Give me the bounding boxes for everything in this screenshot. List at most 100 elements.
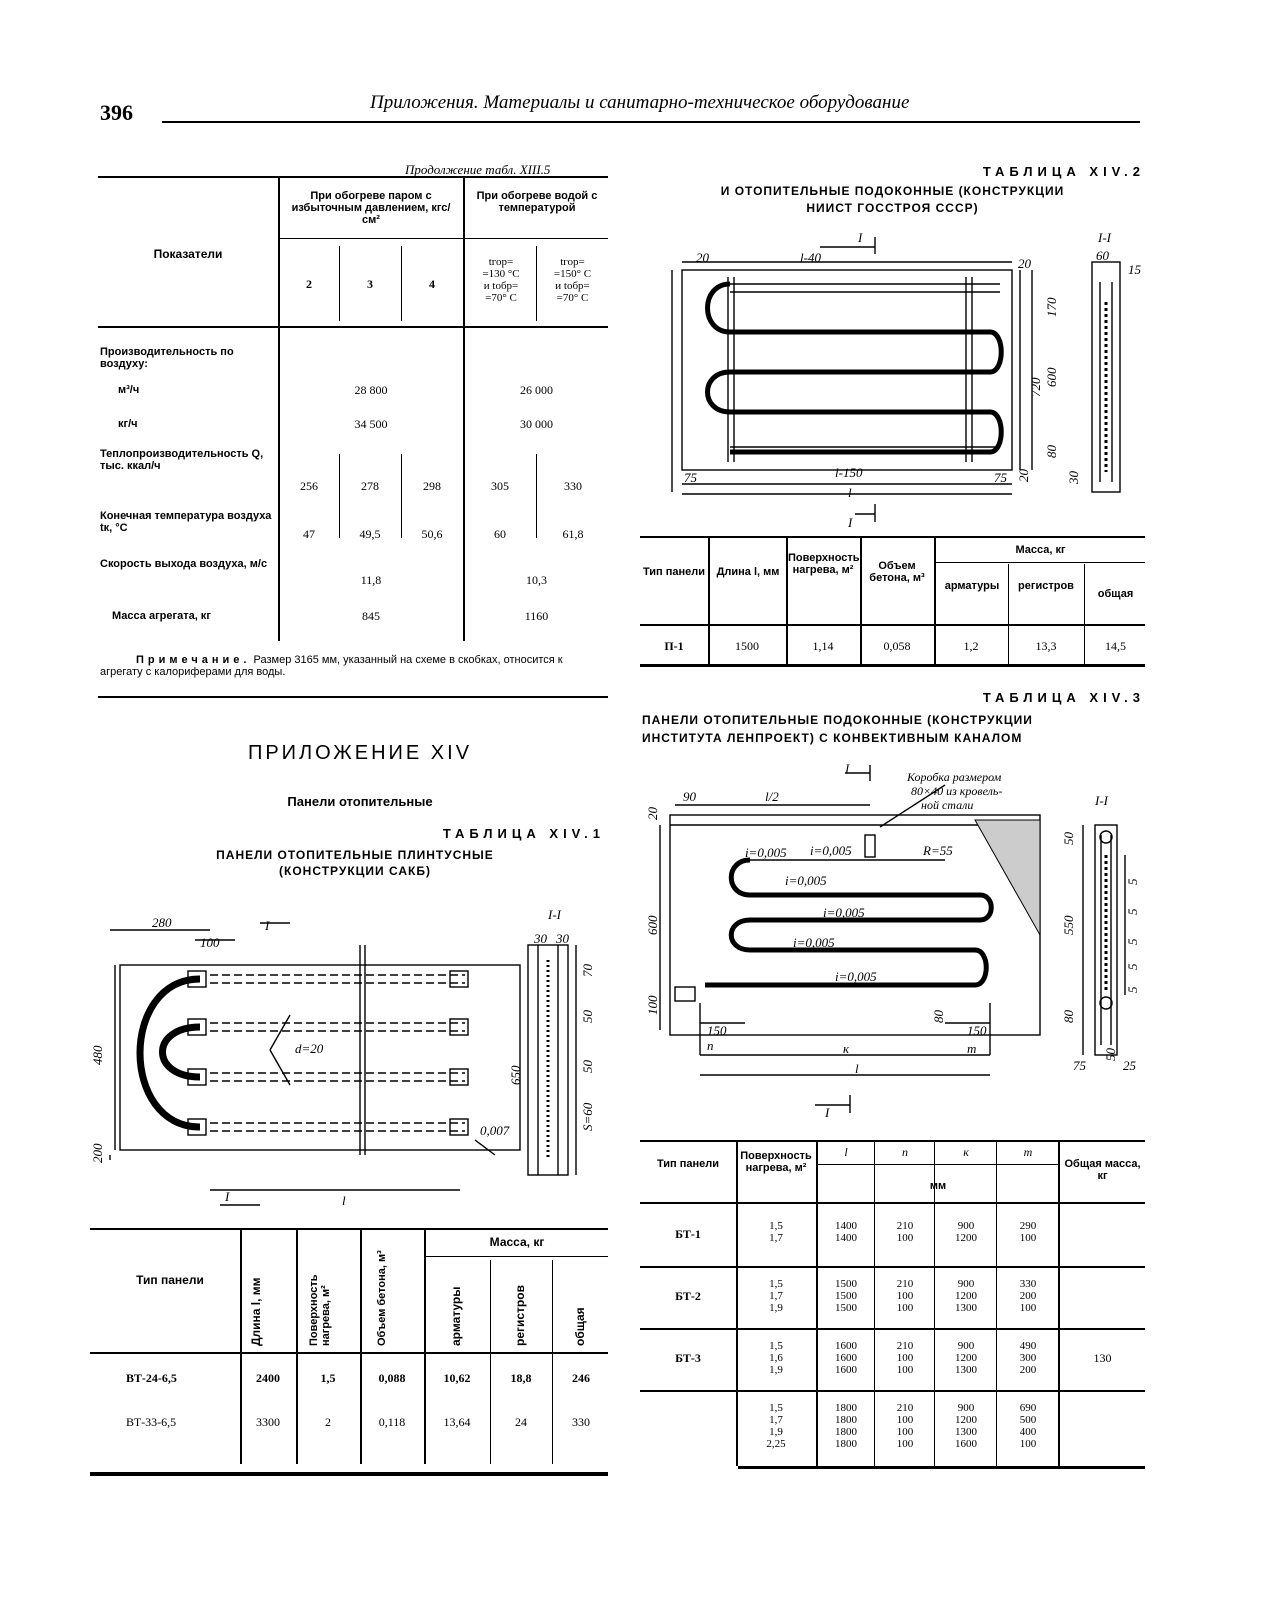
xiv3-col-k: к xyxy=(963,1145,969,1159)
xiv1-r2-volume: 0,118 xyxy=(378,1415,406,1429)
dim2-60: 60 xyxy=(1096,248,1110,263)
xiv2-registers: 13,3 xyxy=(1035,639,1057,653)
dim3-90: 90 xyxy=(683,789,697,804)
xiv1-r1-total: 246 xyxy=(572,1371,590,1385)
table-note: Примечание. Размер 3165 мм, указанный на… xyxy=(100,654,563,678)
xiv1-r1-length: 2400 xyxy=(256,1371,280,1385)
col-indicators: Показатели xyxy=(153,247,223,261)
xiv2-col-length: Длина l, мм xyxy=(716,566,780,578)
dim3-5e: 5 xyxy=(1125,986,1140,993)
xiv1-col-registers: регистров xyxy=(513,1285,527,1346)
xiv3-total-mass: 130 xyxy=(1093,1351,1112,1365)
table-xiv1-title-1: ПАНЕЛИ ОТОПИТЕЛЬНЫЕ ПЛИНТУСНЫЕ xyxy=(216,848,494,862)
dim-650: 650 xyxy=(508,1065,523,1085)
row-kg-water: 30 000 xyxy=(520,417,553,431)
xiv1-col-rebar: арматуры xyxy=(449,1286,463,1346)
dim3-150b: 150 xyxy=(967,1023,987,1038)
xiv2-type: П-1 xyxy=(664,639,684,653)
cut2-top: I xyxy=(857,230,863,245)
row-m3-water: 26 000 xyxy=(520,383,553,397)
dim-480: 480 xyxy=(90,1045,105,1065)
dim-0007: 0,007 xyxy=(480,1123,510,1138)
dim-s60: S=60 xyxy=(580,1102,595,1131)
mass-water: 1160 xyxy=(524,609,549,623)
xiv1-r2-length: 3300 xyxy=(256,1415,280,1429)
dim2-30: 30 xyxy=(1066,471,1081,486)
table-xiv2-title-2: НИИСТ ГОССТРОЯ СССР) xyxy=(806,201,979,215)
table-xiv2-title-1: И ОТОПИТЕЛЬНЫЕ ПОДОКОННЫЕ (КОНСТРУКЦИИ xyxy=(720,184,1065,198)
table-xiv1: Тип панели Длина l, мм Поверхность нагре… xyxy=(90,1228,608,1476)
box-note-3: ной стали xyxy=(921,798,973,812)
diagram-sill-panel-niist: 20 l-40 20 60 15 170 600 720 80 75 l-150… xyxy=(671,230,1142,530)
xiv1-col-area: Поверхность нагрева, м² xyxy=(308,1274,332,1346)
dim2-170: 170 xyxy=(1044,297,1059,317)
temp-130: 60 xyxy=(494,527,506,541)
row-capacity-label: Производительность по воздуху: xyxy=(100,346,234,370)
heat-130: 305 xyxy=(491,479,509,493)
dim2-l: l xyxy=(848,485,852,500)
xiv3-r3-type: БТ-3 xyxy=(675,1351,701,1365)
box-note-2: 80×40 из кровель- xyxy=(911,784,1002,798)
appendix-title: ПРИЛОЖЕНИЕ XIV xyxy=(247,742,473,764)
heat-4: 298 xyxy=(423,479,441,493)
dim3-80b: 80 xyxy=(1061,1010,1076,1024)
dim3-i2: i=0,005 xyxy=(810,843,852,858)
xiv2-volume: 0,058 xyxy=(883,639,911,653)
xiv3-col-mass: Общая масса, кг xyxy=(1064,1158,1141,1182)
xiv2-col-rebar: арматуры xyxy=(944,580,1000,592)
cut3-bottom: I xyxy=(824,1105,830,1120)
row-temp-label: Конечная температура воздуха tк, °C xyxy=(100,510,272,534)
temp-150: 61,8 xyxy=(562,527,584,541)
mass-steam: 845 xyxy=(362,609,380,623)
dim3-80: 80 xyxy=(931,1010,946,1024)
xiv1-r1-volume: 0,088 xyxy=(378,1371,406,1385)
page-number: 396 xyxy=(100,100,133,125)
dim-100: 100 xyxy=(200,935,220,950)
xiv1-r2-registers: 24 xyxy=(515,1415,527,1429)
xiv1-col-length: Длина l, мм xyxy=(249,1277,263,1346)
table-xiv3-title-1: ПАНЕЛИ ОТОПИТЕЛЬНЫЕ ПОДОКОННЫЕ (КОНСТРУК… xyxy=(642,713,1033,727)
dim-70: 70 xyxy=(580,964,595,978)
dim3-l: l xyxy=(855,1061,859,1076)
table-continuation-note: Продолжение табл. XIII.5 xyxy=(405,162,551,177)
dim2-20: 20 xyxy=(696,250,710,265)
xiv1-r2-total: 330 xyxy=(572,1415,590,1429)
dim2-15: 15 xyxy=(1128,262,1142,277)
table-xiv1-title-2: (КОНСТРУКЦИИ САКБ) xyxy=(279,864,431,878)
pressure-2: 2 xyxy=(306,277,312,291)
dim2-l40: l-40 xyxy=(800,250,821,265)
xiv3-col-type: Тип панели xyxy=(656,1158,720,1170)
cut-top: I xyxy=(264,918,270,933)
row-kg-label: кг/ч xyxy=(118,418,138,430)
xiv2-length: 1500 xyxy=(735,639,759,653)
xiv1-col-total: общая xyxy=(573,1307,587,1346)
heat-2: 256 xyxy=(300,479,318,493)
dim-50a: 50 xyxy=(580,1010,595,1024)
xiv2-total: 14,5 xyxy=(1105,639,1126,653)
table-xiv1-label: ТАБЛИЦА XIV.1 xyxy=(442,826,605,841)
dim3-25: 25 xyxy=(1123,1058,1137,1073)
dim3-150a: 150 xyxy=(707,1023,727,1038)
col-steam: При обогреве паром с избыточным давление… xyxy=(291,190,451,226)
row-speed-label: Скорость выхода воздуха, м/с xyxy=(100,558,268,570)
xiv1-r1-area: 1,5 xyxy=(320,1371,336,1385)
dim3-i6: i=0,005 xyxy=(835,969,877,984)
dim3-m: m xyxy=(967,1041,976,1056)
speed-steam: 11,8 xyxy=(360,573,382,587)
xiv1-col-type: Тип панели xyxy=(136,1273,204,1287)
diagram-plinth-panel: 280 100 480 200 d=20 650 70 50 50 S=60 0… xyxy=(90,907,595,1208)
